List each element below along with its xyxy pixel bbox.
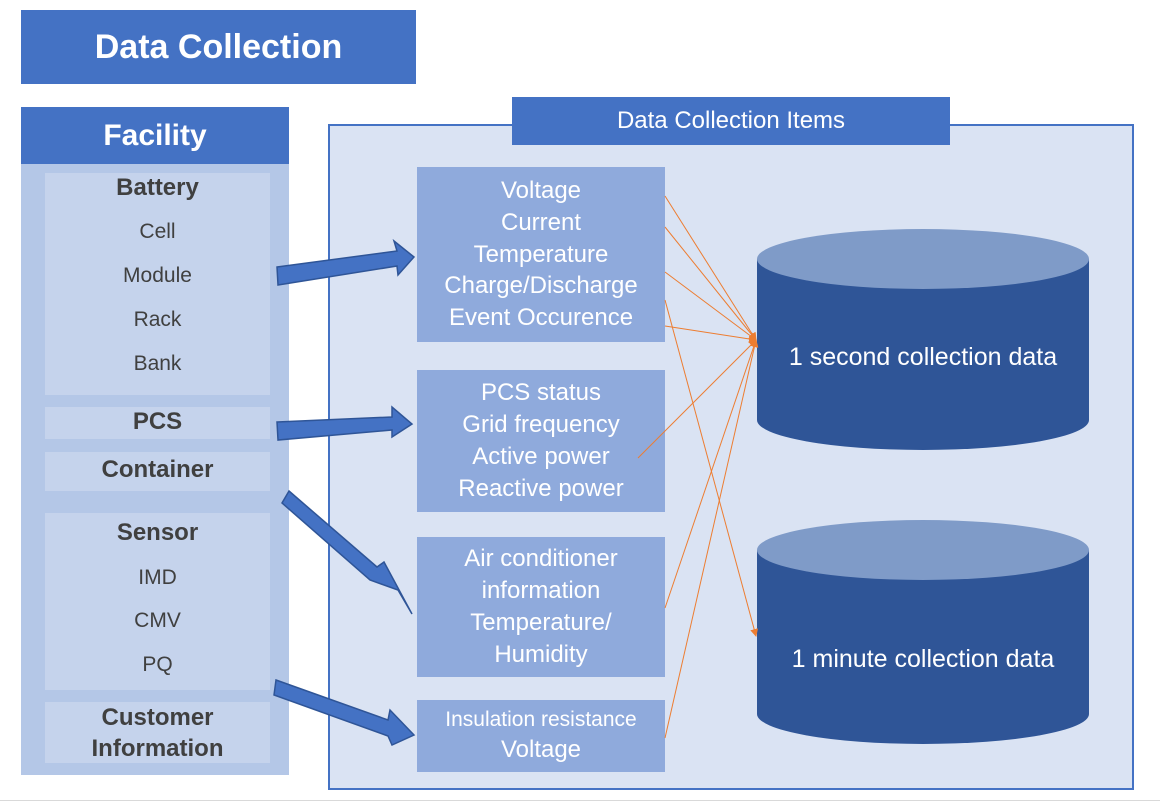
customer-title-line2: Information (91, 735, 224, 762)
arrow-container-icon (281, 489, 413, 615)
item-box-container: Air conditioner information Temperature/… (417, 537, 665, 677)
item-line: Event Occurence (448, 304, 634, 332)
container-group: Container (45, 452, 270, 491)
sensor-item-imd: IMD (138, 566, 177, 589)
sensor-title: Sensor (116, 519, 199, 546)
container-title: Container (101, 456, 214, 483)
item-line: Current (500, 208, 582, 236)
bottom-divider (0, 800, 1160, 801)
database-minute-icon (757, 520, 1089, 744)
item-line: Voltage (500, 736, 582, 763)
item-line: Voltage (500, 176, 582, 204)
pcs-group: PCS (45, 407, 270, 439)
page-title: Data Collection (21, 10, 416, 84)
item-box-sensor: Insulation resistance Voltage (417, 700, 665, 772)
battery-group: Battery Cell Module Rack Bank (45, 173, 270, 395)
item-box-pcs: PCS status Grid frequency Active power R… (417, 370, 665, 512)
battery-item-module: Module (123, 264, 192, 287)
item-line: Active power (472, 443, 610, 470)
battery-title: Battery (116, 174, 199, 201)
arrow-pcs-icon (276, 405, 414, 441)
facility-header: Facility (21, 107, 289, 164)
sensor-group: Sensor IMD CMV PQ (45, 513, 270, 690)
item-box-battery: Voltage Current Temperature Charge/Disch… (417, 167, 665, 342)
arrow-battery-icon (276, 238, 416, 286)
item-line: Temperature (473, 240, 609, 268)
item-line: Temperature/ (470, 609, 612, 636)
item-line: PCS status (480, 379, 602, 407)
battery-item-cell: Cell (139, 220, 176, 243)
item-line: Reactive power (458, 474, 624, 502)
pcs-title: PCS (132, 408, 183, 435)
battery-item-bank: Bank (133, 352, 182, 375)
collection-items-header: Data Collection Items (512, 97, 950, 145)
item-line: Insulation resistance (445, 708, 637, 732)
item-line: information (481, 577, 601, 605)
arrow-customer-icon (273, 678, 416, 746)
item-line: Humidity (494, 640, 588, 668)
minute-data-label: 1 minute collection data (791, 645, 1055, 673)
battery-item-rack: Rack (133, 308, 182, 331)
second-data-label: 1 second collection data (788, 343, 1058, 371)
sensor-item-cmv: CMV (134, 609, 181, 632)
item-line: Grid frequency (462, 411, 620, 439)
item-line: Air conditioner (464, 545, 618, 573)
sensor-item-pq: PQ (142, 653, 173, 676)
customer-group: Customer Information (45, 702, 270, 763)
item-line: Charge/Discharge (444, 272, 638, 300)
customer-title-line1: Customer (101, 704, 214, 731)
database-second-icon (757, 229, 1089, 450)
